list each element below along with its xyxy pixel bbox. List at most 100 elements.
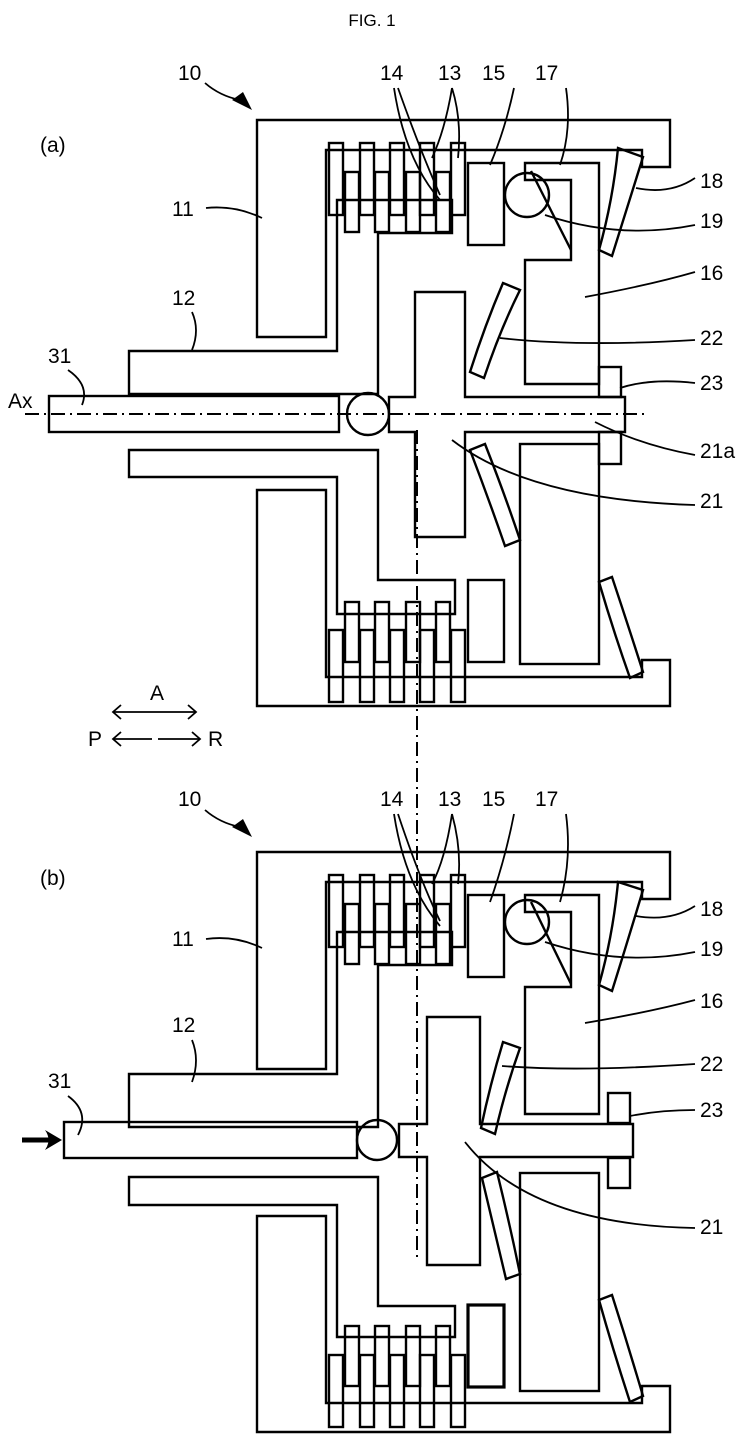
label-16: 16 xyxy=(700,262,723,285)
leader-31 xyxy=(67,369,86,406)
plates-14 xyxy=(343,170,452,234)
piston-15-lower xyxy=(466,1303,506,1389)
stopper-23 xyxy=(606,1091,632,1125)
label-13: 13 xyxy=(438,62,461,85)
plates-13 xyxy=(327,141,467,217)
label-18: 18 xyxy=(700,898,723,921)
spring-18 xyxy=(597,880,645,993)
leader-23 xyxy=(619,380,696,389)
ball-19 xyxy=(503,898,551,946)
ball-joint xyxy=(355,1118,399,1162)
sleeve-12-lower xyxy=(127,1175,457,1339)
label-10: 10 xyxy=(178,788,201,811)
lever-16-upper xyxy=(523,161,601,386)
ball-19 xyxy=(503,171,551,219)
leaders-top xyxy=(393,87,569,201)
label-23: 23 xyxy=(700,1099,723,1122)
spring-18-lower xyxy=(597,575,645,680)
label-15: 15 xyxy=(482,788,505,811)
plates-14-lower xyxy=(343,600,452,664)
label-19: 19 xyxy=(700,210,723,233)
housing-11-lower xyxy=(255,1214,672,1434)
label-18: 18 xyxy=(700,170,723,193)
leader-18 xyxy=(635,905,696,919)
sleeve-12-upper xyxy=(127,930,454,1129)
label-17: 17 xyxy=(535,62,558,85)
label-14: 14 xyxy=(380,788,404,811)
spring-22-lower xyxy=(480,1170,522,1281)
label-P: P xyxy=(88,728,102,751)
leader-12 xyxy=(191,1039,197,1083)
leader-21 xyxy=(451,439,696,506)
label-22: 22 xyxy=(700,1053,723,1076)
label-12: 12 xyxy=(172,287,195,310)
leader-10 xyxy=(204,82,241,101)
leader-11 xyxy=(205,206,263,219)
label-21: 21 xyxy=(700,490,723,513)
housing-11 xyxy=(255,118,672,339)
direction-legend: A P R xyxy=(88,682,223,751)
plates-13 xyxy=(327,873,467,949)
leader-16 xyxy=(584,271,696,298)
label-13: 13 xyxy=(438,788,461,811)
leader-18 xyxy=(635,177,696,191)
stopper-23-lower xyxy=(597,430,623,466)
leader-11 xyxy=(205,937,263,949)
leader-23 xyxy=(629,1109,696,1117)
plates-13-lower xyxy=(327,1353,467,1429)
spring-18-lower xyxy=(597,1293,645,1404)
stopper-23 xyxy=(597,365,623,399)
spring-22 xyxy=(479,1040,522,1136)
label-31: 31 xyxy=(48,1070,71,1093)
shaft-21 xyxy=(397,1015,635,1267)
leader-22 xyxy=(501,1063,696,1070)
panel-label: (b) xyxy=(40,867,66,890)
leader-19 xyxy=(544,214,696,232)
label-16: 16 xyxy=(700,990,723,1013)
arrow-10-icon xyxy=(232,92,252,110)
label-21: 21 xyxy=(700,1216,723,1239)
label-10: 10 xyxy=(178,62,201,85)
panel-a: (a) xyxy=(8,62,735,751)
leader-10 xyxy=(204,809,241,828)
leader-31 xyxy=(67,1095,84,1136)
panel-label: (a) xyxy=(40,134,66,157)
sleeve-12-upper xyxy=(127,198,454,396)
label-23: 23 xyxy=(700,372,723,395)
sleeve-12-lower xyxy=(127,448,457,616)
label-12: 12 xyxy=(172,1014,195,1037)
push-arrow-icon xyxy=(22,1130,62,1150)
piston-15 xyxy=(466,161,506,247)
leaders-top xyxy=(393,813,569,927)
cam-17 xyxy=(529,170,573,251)
label-22: 22 xyxy=(700,327,723,350)
label-21a: 21a xyxy=(700,440,735,463)
lever-16-lower xyxy=(518,442,601,666)
spring-22 xyxy=(468,281,522,380)
spring-22-lower xyxy=(468,442,522,548)
leader-12 xyxy=(191,311,197,351)
label-31: 31 xyxy=(48,345,71,368)
plates-14 xyxy=(343,902,452,966)
leader-21a xyxy=(594,421,696,456)
label-11: 11 xyxy=(172,928,194,951)
lever-16-upper xyxy=(523,893,601,1116)
label-Ax: Ax xyxy=(8,390,33,413)
label-R: R xyxy=(208,728,223,751)
label-15: 15 xyxy=(482,62,505,85)
piston-15 xyxy=(466,893,506,979)
housing-11-lower xyxy=(255,488,672,708)
plates-13-lower xyxy=(327,628,467,704)
plates-14-lower xyxy=(343,1324,452,1388)
piston-15-lower xyxy=(466,578,506,664)
label-19: 19 xyxy=(700,938,723,961)
stopper-23-lower xyxy=(606,1156,632,1190)
leader-22 xyxy=(499,337,696,344)
label-A: A xyxy=(150,682,164,705)
housing-11 xyxy=(255,850,672,1071)
figure-title: FIG. 1 xyxy=(348,11,395,30)
spring-18 xyxy=(597,146,645,258)
leader-21 xyxy=(464,1141,696,1229)
shaft-21 xyxy=(387,290,627,539)
